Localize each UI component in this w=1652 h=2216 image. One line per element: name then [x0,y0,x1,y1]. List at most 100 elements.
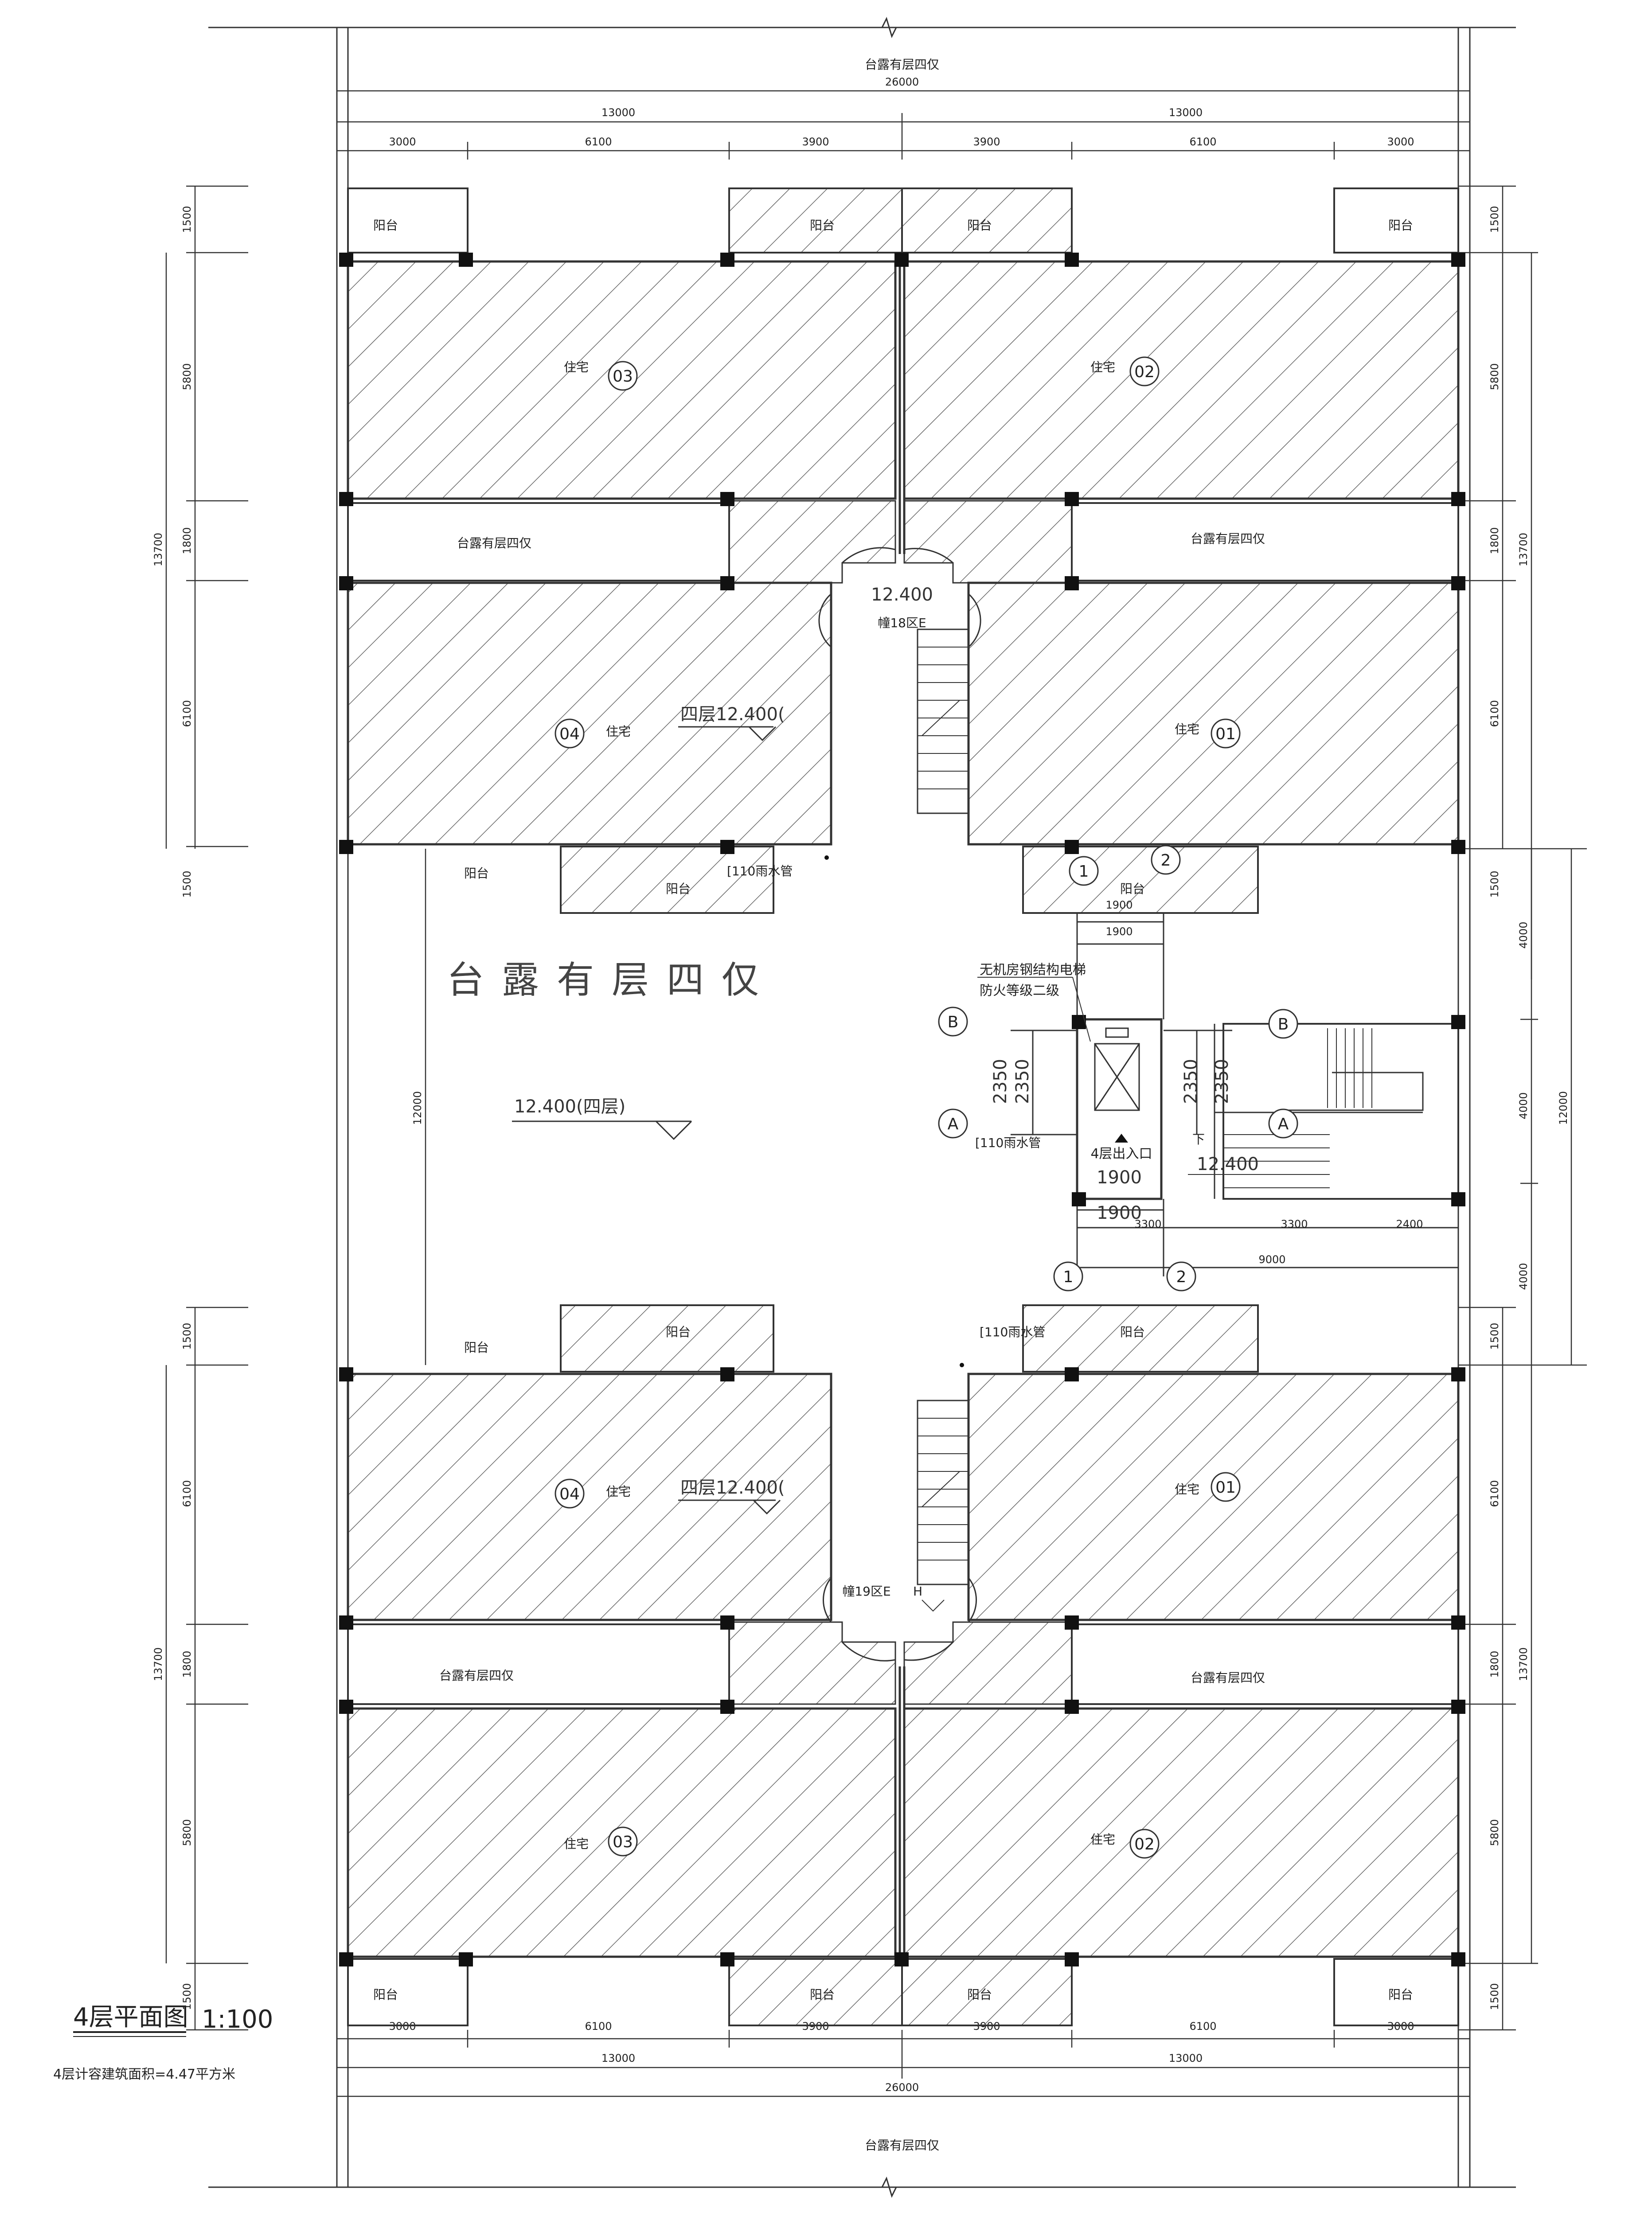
core-dim: 3300 [1281,1218,1308,1230]
core-h-label: H [913,1584,922,1599]
terrace-label: 台露有层四仅 [1191,1670,1265,1685]
residence-label: 住宅 [606,1484,631,1499]
balcony-label: 阳台 [373,218,398,233]
right-dim: 6100 [1488,700,1501,727]
right-dimensions [1458,185,1587,2031]
right-dim-total: 13700 [1517,533,1530,566]
unit-number: 03 [613,1833,633,1851]
balcony-label: 阳台 [666,1325,691,1339]
right-dim: 6100 [1488,1480,1501,1507]
balcony-label: 阳台 [1388,218,1413,233]
unit-level-label: 四层12.400( [680,1478,785,1498]
core-dim: 3300 [1134,1218,1161,1230]
balcony-label: 阳台 [373,1987,398,2002]
left-dim: 5800 [181,363,193,390]
unit-number: 04 [559,725,580,743]
residence-label: 住宅 [564,360,589,375]
residence-label: 住宅 [606,724,631,739]
right-dim: 4000 [1517,1092,1530,1119]
stair-down-label: 下 [1192,1132,1205,1147]
top-half-dim-left: 13000 [601,106,635,119]
unit-number: 02 [1134,363,1155,381]
area-note: 4层计容建筑面积=4.47平方米 [53,2067,235,2082]
core-dim: 9000 [1258,1253,1285,1266]
bottom-seg-dim: 6100 [1189,2020,1216,2033]
balcony-label: 阳台 [1120,882,1145,896]
top-roof-label: 台露有层四仅 [865,57,939,72]
core-dim: 1900 [1097,1167,1142,1188]
roof-terrace-big-label: 台露有层四仅 [447,958,777,1002]
left-dim: 6100 [181,1480,193,1507]
rain-pipe-label: [110雨水管 [727,864,793,878]
axis-label: A [1278,1115,1289,1133]
core-dim: 2350 [990,1059,1011,1104]
core-dim: 2350 [1212,1059,1232,1104]
top-seg-dim: 6100 [1189,136,1216,148]
rain-pipe-label: [110雨水管 [975,1135,1041,1150]
residence-label: 住宅 [1090,360,1115,375]
drawing-title: 4层平面图 [73,2003,188,2032]
left-dim-total: 13700 [152,533,164,566]
top-seg-dim: 6100 [585,136,612,148]
balcony-label: 阳台 [967,1987,992,2002]
core-dim: 2350 [1181,1059,1201,1104]
core-dim: 1900 [1105,899,1133,911]
axis-label: 1 [1079,862,1089,881]
elevator-note: 防火等级二级 [980,983,1059,999]
left-dim: 1500 [181,1323,193,1350]
core-tag: 幢18区E [878,616,926,630]
top-seg-dim: 3000 [389,136,416,148]
top-seg-dim: 3900 [802,136,829,148]
right-dim: 4000 [1517,921,1530,948]
bottom-half-dim-left: 13000 [601,2052,635,2064]
level-mark: 12.400(四层) [514,1096,625,1117]
balcony-label: 阳台 [967,218,992,233]
balcony-label: 阳台 [1388,1987,1413,2002]
right-dim-total: 13700 [1517,1647,1530,1681]
residence-label: 住宅 [564,1837,589,1851]
core-level: 12.400 [1197,1154,1259,1174]
left-dim-middle: 12000 [411,1091,424,1125]
left-dim: 5800 [181,1819,193,1846]
right-dim-total: 12000 [1557,1091,1570,1125]
terrace-label: 台露有层四仅 [457,536,531,550]
right-dim: 1500 [1488,1983,1501,2010]
terrace-label: 台露有层四仅 [439,1668,514,1683]
bottom-total-dim: 26000 [885,2081,919,2094]
residence-label: 住宅 [1175,722,1199,737]
right-dim: 1800 [1488,527,1501,554]
right-dim: 1500 [1488,1323,1501,1350]
balcony-label: 阳台 [810,1987,835,2002]
left-dim: 1500 [181,206,193,233]
left-dim: 1800 [181,1650,193,1678]
right-dim: 5800 [1488,1819,1501,1846]
balcony-label: 阳台 [666,882,691,896]
balcony-label: 阳台 [810,218,835,233]
top-half-dim-right: 13000 [1169,106,1203,119]
elevator-note: 无机房钢结构电梯 [980,962,1086,978]
core-dim: 1900 [1097,1203,1142,1223]
axis-label: 2 [1161,851,1171,870]
unit-number: 01 [1215,1479,1236,1497]
left-dim: 1500 [181,870,193,897]
core-dim: 2350 [1012,1059,1033,1104]
balcony-label: 阳台 [464,1340,489,1355]
upper-block [339,187,1465,914]
bottom-dimensions [337,2030,1470,2097]
top-total-dim: 26000 [885,76,919,88]
axis-label: 2 [1176,1268,1187,1286]
right-dim: 4000 [1517,1263,1530,1290]
axis-label: B [948,1013,959,1031]
balcony-label: 阳台 [464,866,489,881]
right-dim: 5800 [1488,363,1501,390]
terrace-label: 台露有层四仅 [1191,531,1265,546]
core-dim: 2400 [1396,1218,1423,1230]
balcony-label: 阳台 [1120,1325,1145,1339]
left-dim-total: 13700 [152,1647,164,1681]
axis-label: 1 [1063,1268,1074,1286]
top-seg-dim: 3000 [1387,136,1414,148]
unit-number: 02 [1134,1835,1155,1853]
core-tag: 幢19区E [842,1584,890,1599]
top-dimensions [337,90,1470,160]
